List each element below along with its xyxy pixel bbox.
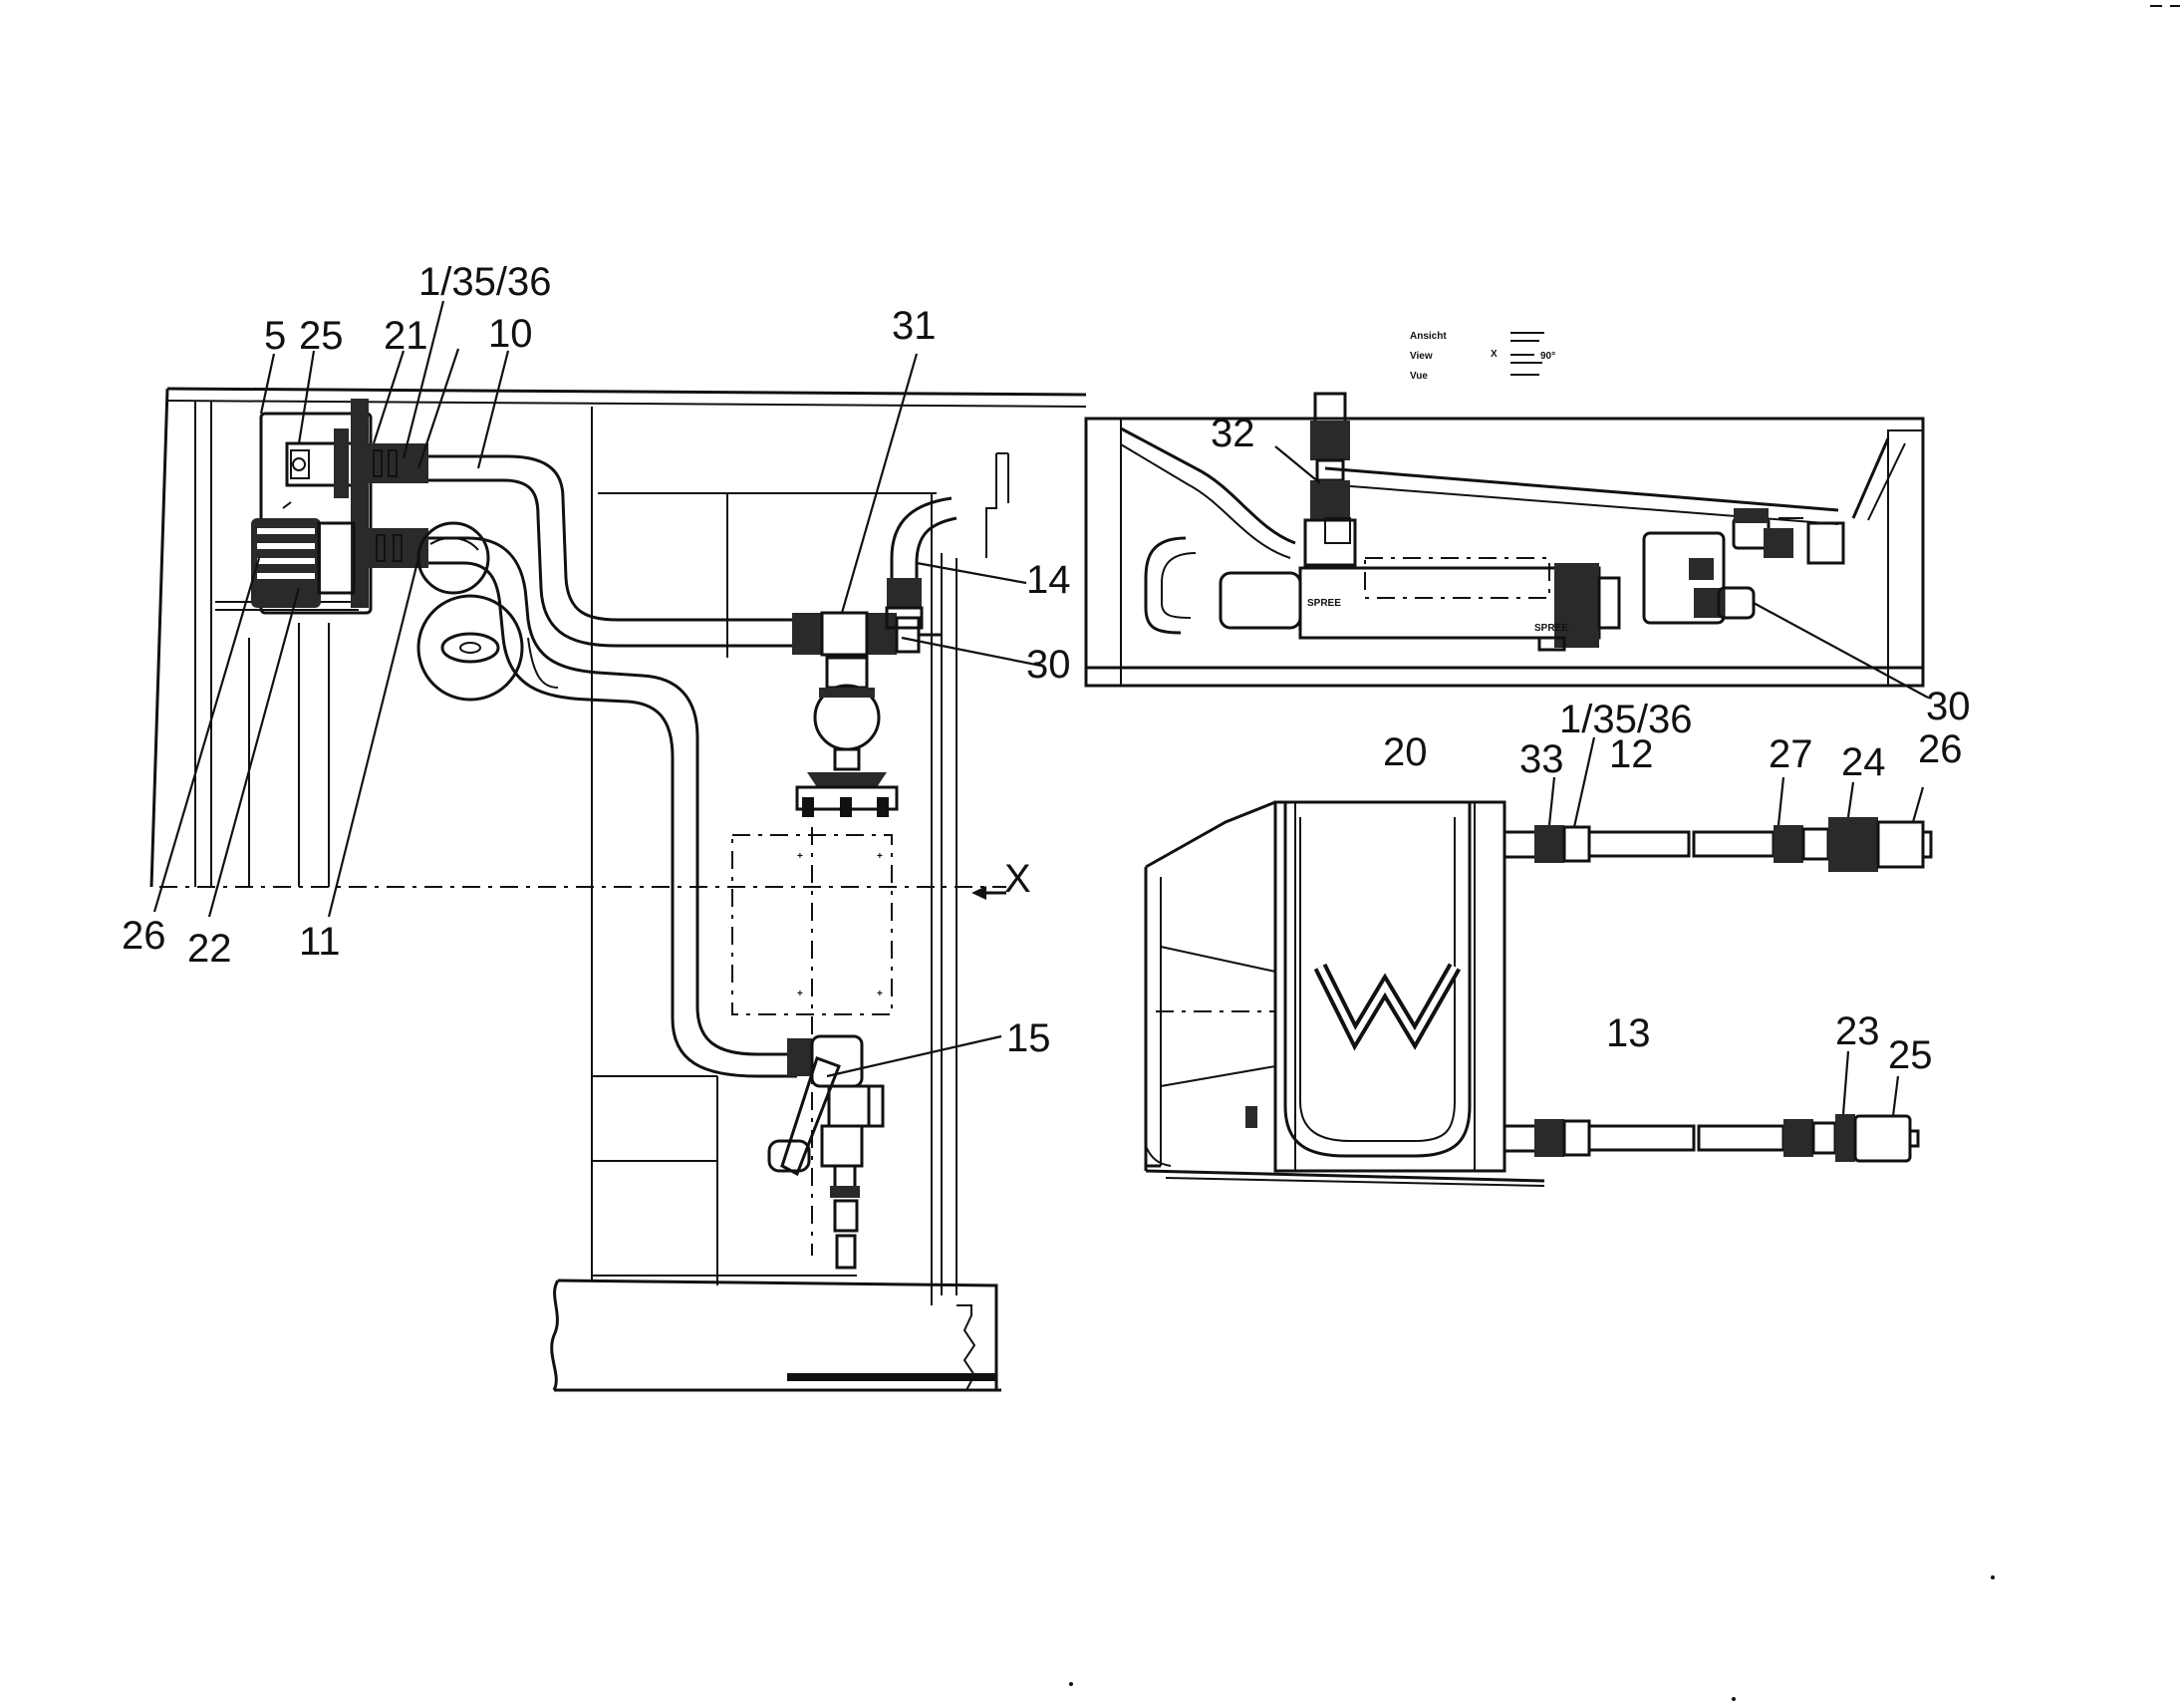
left-leaders bbox=[152, 300, 1042, 1078]
svg-text:+: + bbox=[877, 851, 883, 862]
left-valve-block bbox=[251, 399, 428, 615]
right-top-callouts: 32 30 bbox=[1211, 412, 1971, 728]
view-angle: 90° bbox=[1540, 351, 1555, 362]
callout-13: 13 bbox=[1606, 1011, 1651, 1055]
callout-30-right: 30 bbox=[1926, 685, 1971, 728]
svg-text:SPREE: SPREE bbox=[1307, 598, 1341, 609]
view-letter: X bbox=[1491, 349, 1498, 360]
callout-15: 15 bbox=[1006, 1016, 1051, 1060]
tank-assembly bbox=[1144, 800, 1933, 1187]
left-hose-lines bbox=[428, 454, 797, 1078]
view-x-marker: X bbox=[1004, 857, 1031, 901]
callout-10: 10 bbox=[488, 312, 533, 356]
callout-24: 24 bbox=[1841, 740, 1886, 784]
callout-20: 20 bbox=[1383, 730, 1428, 774]
callout-14: 14 bbox=[1026, 558, 1071, 602]
right-top-frame: SPREE SPREE bbox=[1084, 392, 1925, 688]
callout-31: 31 bbox=[892, 304, 937, 348]
view-label-block: Ansicht View Vue X 90° bbox=[1410, 331, 1555, 382]
callout-23: 23 bbox=[1835, 1009, 1880, 1053]
left-machine-frame: X bbox=[149, 387, 1087, 1392]
callout-26-right: 26 bbox=[1918, 727, 1963, 771]
callout-22: 22 bbox=[187, 927, 232, 971]
callout-26-left: 26 bbox=[122, 914, 166, 958]
callout-12: 12 bbox=[1609, 732, 1654, 776]
callout-25-left: 25 bbox=[299, 314, 344, 358]
svg-text:+: + bbox=[797, 851, 803, 862]
left-callouts: 5 25 21 1/35/36 10 31 14 30 26 22 11 15 bbox=[122, 260, 1071, 1060]
callout-27: 27 bbox=[1769, 732, 1813, 776]
svg-text:+: + bbox=[877, 989, 883, 999]
view-label-line-3: Vue bbox=[1410, 371, 1428, 382]
svg-text:+: + bbox=[797, 989, 803, 999]
callout-1-35-36-left: 1/35/36 bbox=[418, 260, 551, 304]
callout-25-right: 25 bbox=[1888, 1033, 1933, 1077]
right-top-leaders bbox=[1274, 445, 1929, 699]
callout-32: 32 bbox=[1211, 412, 1255, 455]
central-valve-assembly: + + + + bbox=[731, 496, 957, 1270]
right-bottom-leaders bbox=[1547, 736, 1925, 1117]
view-label-line-2: View bbox=[1410, 351, 1433, 362]
callout-33: 33 bbox=[1519, 737, 1564, 781]
right-bottom-callouts: 20 33 1/35/36 12 27 24 26 13 23 25 bbox=[1383, 698, 1963, 1077]
callout-5: 5 bbox=[264, 314, 286, 358]
callout-21: 21 bbox=[384, 314, 428, 358]
callout-1-35-36-right: 1/35/36 bbox=[1559, 698, 1692, 741]
svg-text:SPREE: SPREE bbox=[1534, 623, 1568, 634]
callout-11: 11 bbox=[299, 920, 341, 964]
callout-30-left: 30 bbox=[1026, 643, 1071, 687]
view-label-line-1: Ansicht bbox=[1410, 331, 1447, 342]
scan-specks bbox=[1069, 5, 2180, 1701]
